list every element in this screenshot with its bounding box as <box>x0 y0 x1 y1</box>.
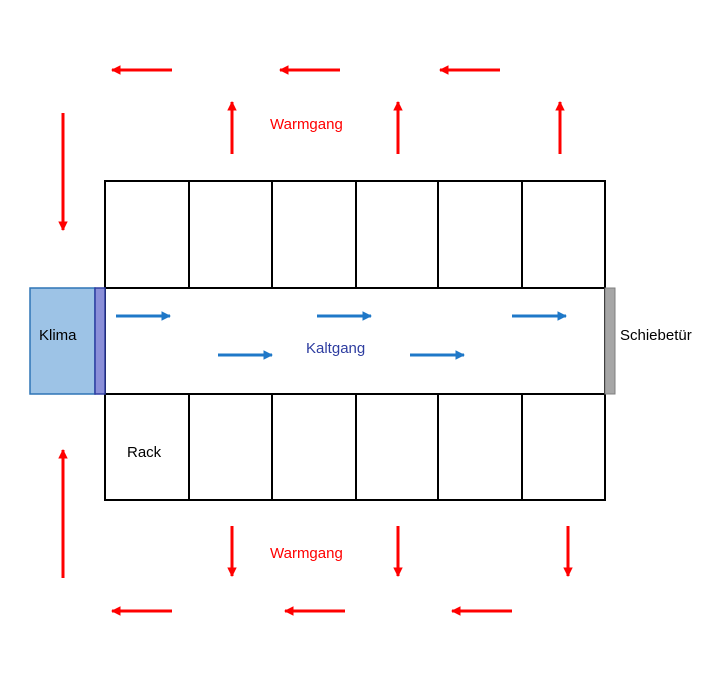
rack-row-bottom <box>104 393 606 501</box>
cold-arrows <box>116 311 567 360</box>
rack <box>104 180 190 289</box>
sliding-door <box>604 287 616 395</box>
climate-panel <box>94 287 106 395</box>
door-label: Schiebetür <box>620 327 692 344</box>
rack <box>355 180 439 289</box>
warm-arrows-top <box>58 65 565 231</box>
rack-label: Rack <box>127 444 162 461</box>
warm-aisle-label-top: Warmgang <box>270 116 343 133</box>
rack <box>521 180 606 289</box>
rack <box>355 393 439 501</box>
rack <box>188 180 273 289</box>
climate-label: Klima <box>39 327 77 344</box>
rack <box>271 393 357 501</box>
rack-row-top <box>104 180 606 289</box>
cold-aisle <box>104 287 606 395</box>
rack <box>521 393 606 501</box>
rack <box>437 393 523 501</box>
rack <box>188 393 273 501</box>
warm-aisle-label-bottom: Warmgang <box>270 545 343 562</box>
rack <box>271 180 357 289</box>
warm-arrows-bottom <box>58 449 573 616</box>
climate-unit <box>29 287 96 395</box>
rack <box>104 393 190 501</box>
cold-aisle-label: Kaltgang <box>306 340 365 357</box>
rack <box>437 180 523 289</box>
